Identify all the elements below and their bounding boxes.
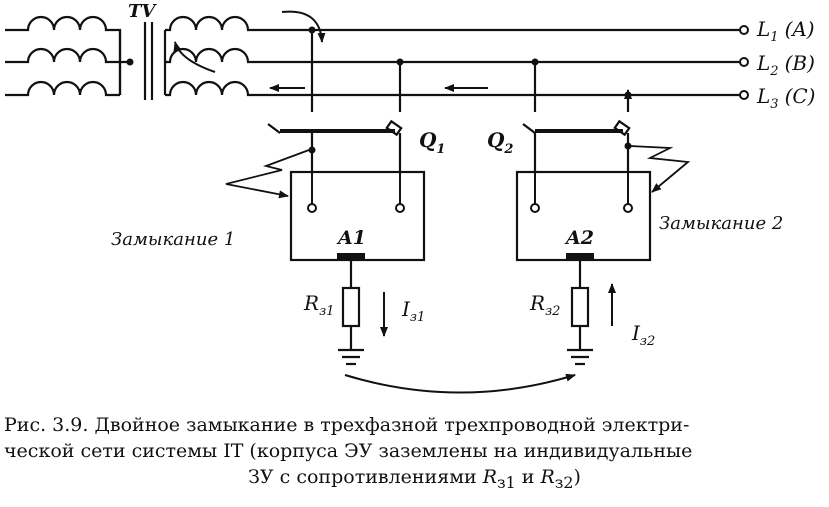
fault-label-2: Замыкание 2 <box>659 213 783 234</box>
ground-symbol-2 <box>567 348 593 366</box>
resistor-r2 <box>570 260 590 350</box>
caption-line-2: ческой сети системы IT (корпуса ЭУ зазем… <box>4 440 693 462</box>
resistor-label-r1: Rз1 <box>303 291 334 319</box>
transformer-label: TV <box>128 1 157 22</box>
equipment-label-a1: A1 <box>336 227 366 249</box>
svg-text:Iз2: Iз2 <box>631 321 655 349</box>
caption-line-3: ЗУ с сопротивлениями Rз1 и Rз2) <box>248 466 581 492</box>
caption-line-1: Рис. 3.9. Двойное замыкание в трехфазной… <box>4 414 690 436</box>
double-fault-diagram: TV L1(A) L2(B) L3(C) Q1 Q2 A1 A2 Замыкан… <box>5 1 815 394</box>
box-terminals <box>307 172 633 213</box>
svg-text:Iз1: Iз1 <box>401 297 425 325</box>
svg-text:L1(A): L1(A) <box>756 17 815 45</box>
svg-text:Rз1: Rз1 <box>303 291 334 319</box>
current-arrows <box>173 10 632 394</box>
equipment-label-a2: A2 <box>564 227 594 249</box>
resistor-label-r2: Rз2 <box>529 291 560 319</box>
transformer-core <box>143 22 154 100</box>
svg-text:Q1: Q1 <box>419 128 445 157</box>
resistor-r1 <box>341 260 361 350</box>
line-label-l3: L3(C) <box>756 84 815 112</box>
ground-symbol-1 <box>338 348 364 366</box>
svg-text:Rз2: Rз2 <box>529 291 560 319</box>
line-label-l2: L2(B) <box>756 51 815 79</box>
enclosure-bar-a1 <box>337 253 365 260</box>
switch-label-q2: Q2 <box>487 128 513 157</box>
switch-label-q1: Q1 <box>419 128 445 157</box>
enclosure-bar-a2 <box>566 253 594 260</box>
svg-text:Q2: Q2 <box>487 128 513 157</box>
equipment-box-a1 <box>289 170 426 262</box>
terminal-l1 <box>739 25 749 35</box>
transformer-primary-windings <box>5 15 130 97</box>
terminal-l3 <box>739 90 749 100</box>
svg-text:L3(C): L3(C) <box>756 84 815 112</box>
current-label-i1: Iз1 <box>401 297 425 325</box>
figure-caption: Рис. 3.9. Двойное замыкание в трехфазной… <box>0 412 829 496</box>
feeder-wires <box>310 30 630 112</box>
svg-text:L2(B): L2(B) <box>756 51 815 79</box>
fault-lightning-1 <box>225 149 310 199</box>
transformer-secondary-windings <box>163 15 740 97</box>
primary-neutral-node <box>126 58 134 66</box>
current-label-i2: Iз2 <box>631 321 655 349</box>
junction-q1-fault <box>308 146 316 154</box>
line-label-l1: L1(A) <box>756 17 815 45</box>
junction-q2-fault <box>624 142 632 150</box>
fault-lightning-2 <box>629 145 691 193</box>
terminal-l2 <box>739 57 749 67</box>
fault-label-1: Замыкание 1 <box>111 229 235 250</box>
